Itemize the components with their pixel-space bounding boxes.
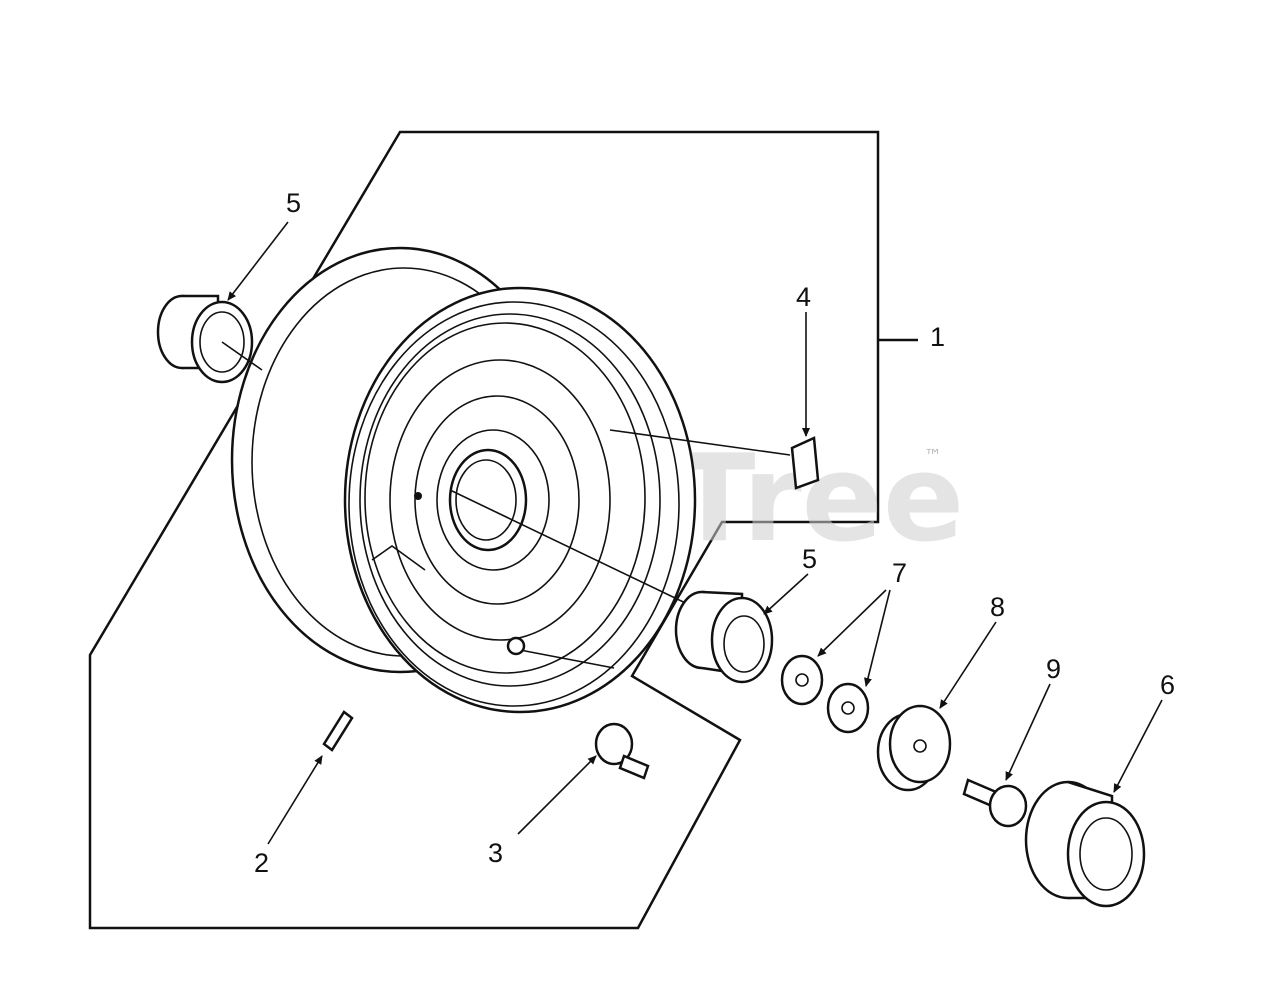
assembly-outline <box>88 130 880 930</box>
callout-4: 4 <box>796 282 811 312</box>
cap-part <box>876 704 952 792</box>
key-part <box>790 436 820 490</box>
wheel-rim <box>230 246 791 714</box>
callout-7: 7 <box>892 558 907 588</box>
washers <box>780 654 870 734</box>
watermark-trademark: ™ <box>924 446 942 467</box>
grease-fitting <box>322 710 354 752</box>
callout-6: 6 <box>1160 670 1175 700</box>
callout-5-lower: 5 <box>802 544 817 574</box>
hub-nut <box>1024 780 1146 908</box>
bearing-left <box>156 294 263 384</box>
valve-stem <box>594 722 650 780</box>
callout-8: 8 <box>990 592 1005 622</box>
callout-5-upper: 5 <box>286 188 301 218</box>
callout-3: 3 <box>488 838 503 868</box>
callout-2: 2 <box>254 848 269 878</box>
bearing-right <box>674 590 774 684</box>
callout-9: 9 <box>1046 654 1061 684</box>
bolt-part <box>962 778 1028 828</box>
callout-1: 1 <box>930 322 945 352</box>
